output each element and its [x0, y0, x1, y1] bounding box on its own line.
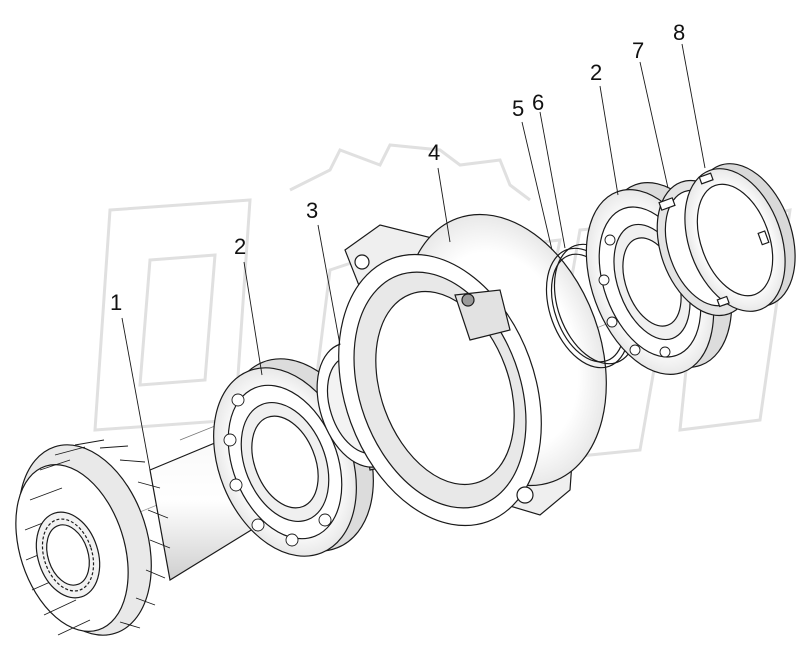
- callout-4: 4: [428, 140, 441, 165]
- leader-lines: [121, 43, 706, 471]
- callout-3: 3: [306, 198, 319, 223]
- bearing-housing-icon: [303, 186, 642, 554]
- callout-5: 5: [512, 96, 525, 121]
- callout-6: 6: [532, 90, 545, 115]
- callout-2-right: 2: [590, 60, 603, 85]
- slotted-nut-icon: [666, 150, 800, 326]
- callout-7: 7: [632, 38, 645, 63]
- callout-8: 8: [673, 20, 686, 45]
- callout-2-left: 2: [234, 234, 247, 259]
- callout-1: 1: [110, 290, 123, 315]
